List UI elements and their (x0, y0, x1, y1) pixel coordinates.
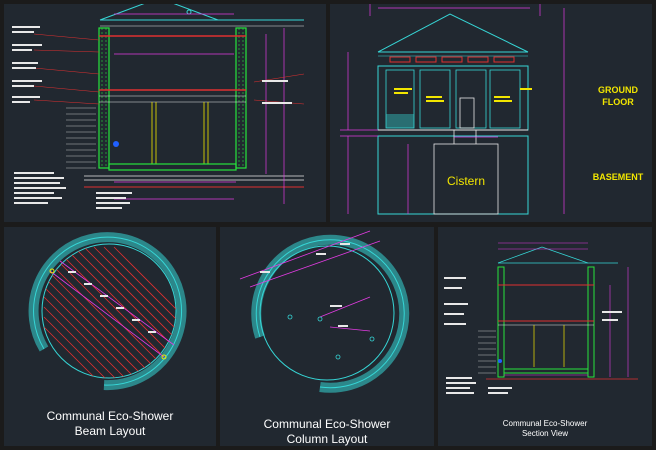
basement-label: BASEMENT (584, 172, 652, 182)
section-view-panel[interactable]: Communal Eco-Shower Section View (438, 227, 652, 446)
beam-layout-caption-line1: Communal Eco-Shower (46, 409, 174, 423)
section-view-caption-line1: Communal Eco-Shower (502, 419, 588, 428)
ground-floor-label: GROUND FLOOR (588, 84, 648, 108)
column-layout-caption: Communal Eco-Shower Column Layout (220, 417, 434, 446)
column-layout-drawing (239, 230, 410, 393)
cistern-label: Cistern (434, 174, 498, 188)
elevation-drawing (340, 4, 565, 215)
section-view-drawing (444, 242, 638, 394)
beam-layout-caption-line2: Beam Layout (74, 424, 146, 438)
basement-label-text: BASEMENT (592, 172, 644, 182)
beam-layout-panel[interactable]: Communal Eco-Shower Beam Layout (4, 227, 216, 446)
beam-layout-drawing (28, 232, 187, 391)
section-view-caption: Communal Eco-Shower Section View (438, 419, 652, 438)
section-view-caption-line2: Section View (521, 428, 569, 438)
section-detail-drawing (12, 4, 305, 209)
cistern-label-text: Cistern (446, 174, 485, 188)
elevation-panel[interactable]: GROUND FLOOR BASEMENT Cistern (330, 4, 652, 222)
ground-floor-label-line2: FLOOR (602, 97, 634, 107)
column-layout-caption-line1: Communal Eco-Shower (263, 417, 391, 431)
beam-layout-caption: Communal Eco-Shower Beam Layout (4, 409, 216, 439)
section-detail-panel[interactable] (4, 4, 326, 222)
column-layout-caption-line2: Column Layout (286, 432, 368, 446)
column-layout-panel[interactable]: Communal Eco-Shower Column Layout (220, 227, 434, 446)
ground-floor-label-line1: GROUND (598, 85, 638, 95)
